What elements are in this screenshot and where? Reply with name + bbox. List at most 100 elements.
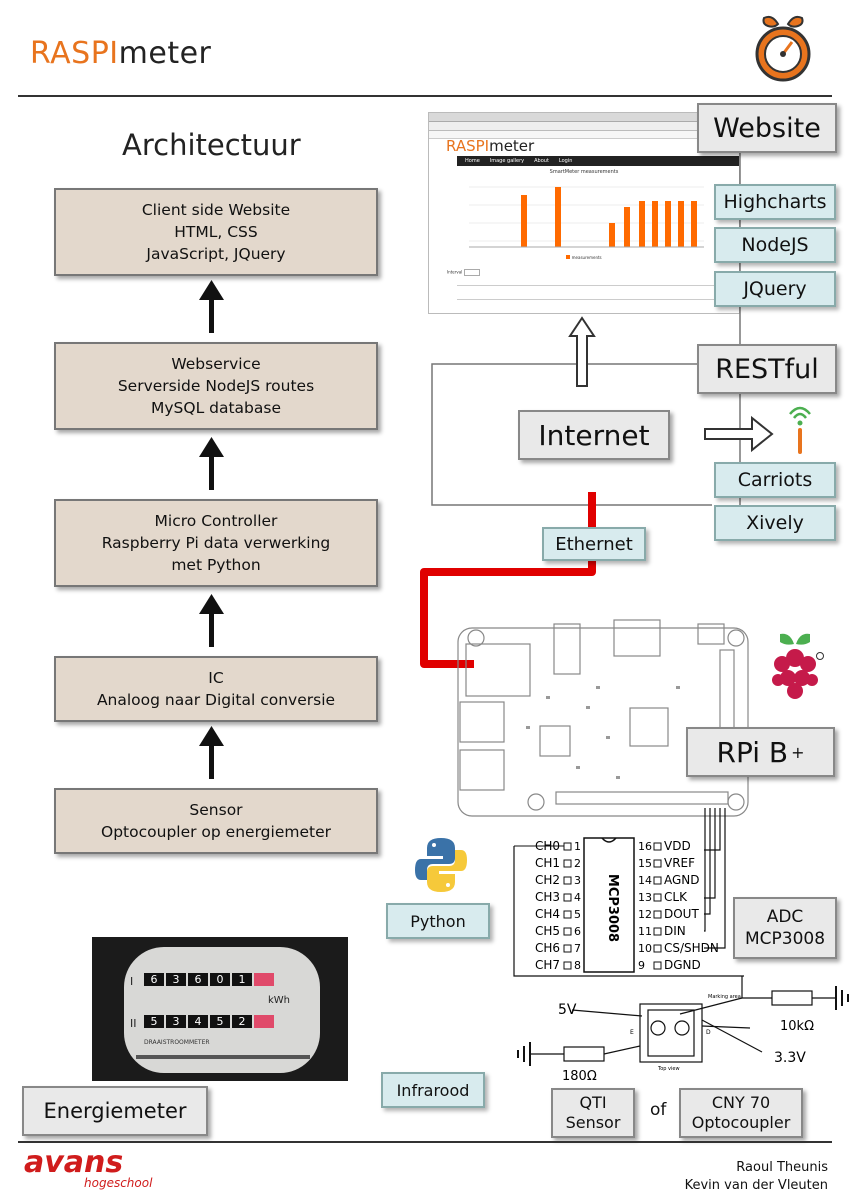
chip-pin-number: 9	[638, 959, 645, 972]
chip-pin-number: 4	[574, 891, 581, 904]
browser-tabs	[429, 122, 739, 131]
up-arrow-icon	[199, 726, 224, 779]
legend-swatch	[566, 255, 571, 259]
usb-port-outline	[459, 701, 505, 743]
chip-right-pin-label: VDD	[664, 839, 691, 853]
chip-pin-number: 2	[574, 857, 581, 870]
chip-right-pin-label: DOUT	[664, 907, 699, 921]
layer-line: Micro Controller	[154, 512, 278, 530]
author-2: Kevin van der Vleuten	[684, 1178, 828, 1193]
screenshot-bar	[678, 201, 684, 247]
chip-left-pin-label: CH2	[535, 873, 560, 887]
meter-digit: 6	[144, 973, 164, 986]
chip-right-pin-label: CS/SHDN	[664, 941, 719, 955]
adc-label: ADC MCP3008	[733, 897, 837, 959]
chip-body	[583, 837, 635, 973]
cny-label-line: Optocoupler	[691, 1113, 791, 1132]
meter-digit: 2	[232, 1015, 252, 1028]
adc-label-line: ADC	[766, 907, 804, 927]
screenshot-logo: RASPImeter	[446, 137, 534, 155]
layer-sensor: Sensor Optocoupler op energiemeter	[54, 788, 378, 854]
screenshot-chart-title: SmartMeter measurements	[549, 169, 619, 175]
screenshot-chart	[469, 186, 704, 248]
screenshot-nav-item: Login	[558, 158, 573, 164]
layer-line: IC	[208, 669, 224, 687]
gpio-header-outline	[555, 791, 729, 805]
hollow-up-arrow-icon	[568, 316, 596, 387]
page-logo-title: RASPImeter	[30, 36, 211, 71]
layer-line: Serverside NodeJS routes	[117, 377, 315, 395]
chip-pin	[563, 944, 572, 953]
chip-pin	[563, 961, 572, 970]
screenshot-legend-label: measurements	[571, 255, 602, 260]
screenshot-bar	[609, 223, 615, 247]
chip-pin	[563, 927, 572, 936]
meter-digit: 6	[188, 973, 208, 986]
meter-digit: 5	[210, 1015, 230, 1028]
screenshot-nav-item: About	[534, 158, 549, 164]
screenshot-nav-item: Home	[465, 158, 480, 164]
browser-addressbar	[429, 131, 739, 139]
qti-sensor-body	[639, 1003, 703, 1063]
chip-pin-number: 3	[574, 874, 581, 887]
chip-right-pin-label: CLK	[664, 890, 688, 904]
layer-line: MySQL database	[150, 399, 281, 417]
layer-line: Webservice	[171, 355, 261, 373]
nodejs-label: NodeJS	[714, 227, 836, 263]
ethernet-label: Ethernet	[542, 527, 646, 561]
adc-label-line: MCP3008	[744, 929, 826, 949]
label-5v: 5V	[558, 1002, 577, 1018]
layer-client-website: Client side Website HTML, CSS JavaScript…	[54, 188, 378, 276]
chip-pin	[653, 927, 662, 936]
energy-meter-photo: I 6 3 6 0 1 kWh II 5 3 4 5 2 DRAAISTROOM…	[92, 937, 348, 1081]
screenshot-bar	[555, 187, 561, 247]
chip-pin	[653, 961, 662, 970]
wifi-antenna-icon	[789, 406, 811, 454]
raspberry-pi-logo-icon	[772, 633, 824, 699]
cny-label-line: CNY 70	[711, 1093, 771, 1112]
screenshot-interval-select	[463, 269, 480, 276]
avans-logo: avans	[24, 1145, 124, 1180]
screenshot-divider	[457, 299, 717, 300]
internet-label: Internet	[518, 410, 670, 460]
label-180: 180Ω	[562, 1069, 597, 1084]
meter-digit: 3	[166, 973, 186, 986]
chip-pin-number: 1	[574, 840, 581, 853]
board-outline	[457, 627, 749, 817]
label-d: D	[706, 1029, 711, 1036]
screenshot-interval-label: Interval	[447, 269, 463, 275]
layer-line: JavaScript, JQuery	[146, 245, 286, 263]
chip-pin-number: 13	[638, 891, 652, 904]
chip-pin-number: 8	[574, 959, 581, 972]
meter-digit: 0	[210, 973, 230, 986]
chip-pin-number: 15	[638, 857, 652, 870]
meter-digit-red	[254, 973, 274, 986]
chip-left-pin-label: CH3	[535, 890, 560, 904]
chip-pin-number: 10	[638, 942, 652, 955]
chip-pin	[563, 876, 572, 885]
chip-left-pin-label: CH5	[535, 924, 560, 938]
layer-ic: IC Analoog naar Digital conversie	[54, 656, 378, 722]
chip-right-pin-label: VREF	[664, 856, 695, 870]
label-topview: Top view	[657, 1066, 680, 1072]
layer-arrows	[199, 280, 224, 779]
chip-pin	[653, 910, 662, 919]
screenshot-bar	[665, 201, 671, 247]
chip-pin	[563, 910, 572, 919]
layer-webservice: Webservice Serverside NodeJS routes MySQ…	[54, 342, 378, 430]
resistor-10k	[771, 990, 813, 1006]
jquery-label: JQuery	[714, 271, 836, 307]
screenshot-nav-item: Image gallery	[489, 158, 525, 164]
label-marking: Marking area	[708, 994, 741, 1000]
chip-left-pin-label: CH6	[535, 941, 560, 955]
screenshot-interval: Interval	[447, 269, 480, 276]
python-label: Python	[386, 903, 490, 939]
meter-unit: kWh	[268, 995, 291, 1006]
screenshot-bar	[691, 201, 697, 247]
cny70-label: CNY 70 Optocoupler	[679, 1088, 803, 1138]
meter-bottom-digits: 5 3 4 5 2	[144, 1015, 274, 1028]
layer-line: Optocoupler op energiemeter	[101, 823, 331, 841]
xively-label: Xively	[714, 505, 836, 541]
rpi-label-text: RPi B	[716, 735, 789, 769]
